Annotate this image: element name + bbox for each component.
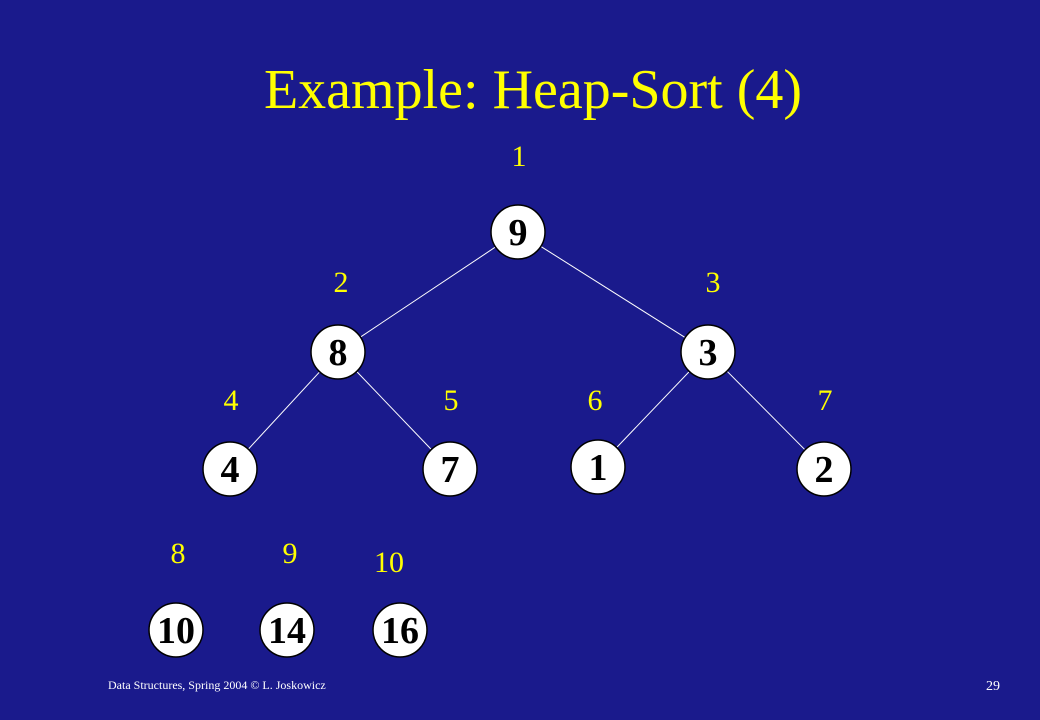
heap-node: 75	[422, 384, 478, 497]
node-index-label: 5	[444, 384, 459, 417]
node-value: 14	[268, 610, 306, 652]
node-value: 16	[381, 610, 419, 652]
node-index-label: 8	[171, 537, 186, 570]
tree-edge	[360, 246, 496, 338]
node-index-label: 4	[224, 384, 239, 417]
page-number: 29	[986, 679, 1000, 694]
node-circle	[570, 439, 626, 495]
node-index-label: 9	[283, 537, 298, 570]
heap-node: 16	[570, 384, 626, 495]
tree-edge	[540, 245, 686, 339]
node-circle	[372, 602, 428, 658]
node-value: 2	[815, 449, 834, 491]
node-circle	[490, 204, 546, 260]
node-value: 9	[509, 212, 528, 254]
node-index-label: 10	[374, 546, 404, 579]
node-circle	[422, 441, 478, 497]
tree-edge	[616, 371, 690, 448]
tree-edge	[356, 371, 432, 450]
node-index-label: 1	[512, 140, 527, 173]
heap-node: 10 8	[148, 537, 204, 658]
node-value: 8	[329, 332, 348, 374]
node-circle	[202, 441, 258, 497]
node-index-label: 7	[818, 384, 833, 417]
node-value: 3	[699, 332, 718, 374]
node-value: 4	[221, 449, 240, 491]
slide-title: Example: Heap-Sort (4)	[263, 59, 803, 121]
node-index-label: 6	[588, 384, 603, 417]
node-value: 7	[441, 449, 460, 491]
heap-node: 14 9	[259, 537, 315, 658]
node-value: 1	[589, 447, 608, 489]
heap-node: 91	[490, 140, 546, 260]
node-index-label: 3	[706, 266, 721, 299]
heap-node: 27	[796, 384, 852, 497]
tree-edge	[247, 371, 321, 450]
slide-footer: Data Structures, Spring 2004 © L. Joskow…	[108, 678, 326, 692]
node-circle	[310, 324, 366, 380]
node-circle	[680, 324, 736, 380]
heap-node: 82	[310, 266, 366, 380]
node-index-label: 2	[334, 266, 349, 299]
node-circle	[796, 441, 852, 497]
node-value: 10	[157, 610, 195, 652]
tree-edge	[726, 370, 806, 451]
heap-node: 33	[680, 266, 736, 380]
node-circle	[148, 602, 204, 658]
heap-node: 44	[202, 384, 258, 497]
node-circle	[259, 602, 315, 658]
